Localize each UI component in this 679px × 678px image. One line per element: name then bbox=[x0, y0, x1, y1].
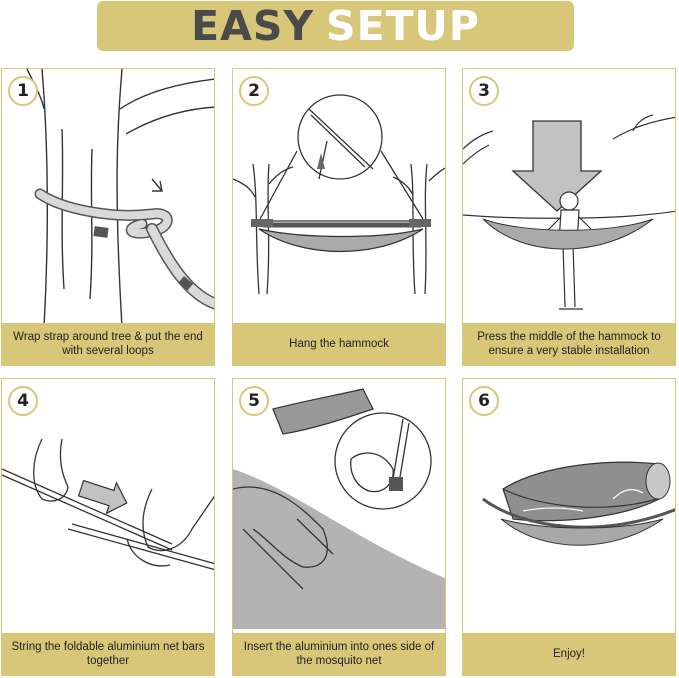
step-caption-4: String the foldable aluminium net bars t… bbox=[2, 633, 214, 675]
title-word-easy: EASY bbox=[191, 2, 315, 50]
step-caption-2: Hang the hammock bbox=[233, 323, 445, 365]
hang-hammock-illustration bbox=[233, 94, 445, 295]
step-caption-5: Insert the aluminium into ones side of t… bbox=[233, 633, 445, 675]
tree-strap-illustration bbox=[26, 69, 214, 328]
step-number-4: 4 bbox=[8, 386, 38, 416]
step-number-3: 3 bbox=[469, 76, 499, 106]
step-caption-3: Press the middle of the hammock to ensur… bbox=[463, 323, 675, 365]
step-panel-4: 4 String the foldable aluminium net bars… bbox=[1, 378, 215, 676]
step-panel-1: 1 Wrap strap around tree & put the end w… bbox=[1, 68, 215, 366]
title-banner: EASY SETUP bbox=[97, 1, 574, 51]
step-caption-1: Wrap strap around tree & put the end wit… bbox=[2, 323, 214, 365]
insert-aluminium-illustration bbox=[233, 388, 445, 629]
step-panel-3: 3 Press the middle of the hammock to ens… bbox=[462, 68, 676, 366]
step-number-1: 1 bbox=[8, 76, 38, 106]
enjoy-hammock-illustration bbox=[482, 461, 675, 546]
step-number-6: 6 bbox=[469, 386, 499, 416]
title-word-setup: SETUP bbox=[326, 2, 480, 50]
step-panel-2: 2 Hang the hammock bbox=[232, 68, 446, 366]
step-number-2: 2 bbox=[239, 76, 269, 106]
step-number-5: 5 bbox=[239, 386, 269, 416]
step-panel-5: 5 Insert the aluminium into ones side of… bbox=[232, 378, 446, 676]
step-panel-6: 6 Enjoy! bbox=[462, 378, 676, 676]
press-middle-illustration bbox=[463, 114, 675, 310]
string-bars-illustration bbox=[2, 438, 214, 571]
step-caption-6: Enjoy! bbox=[463, 633, 675, 675]
